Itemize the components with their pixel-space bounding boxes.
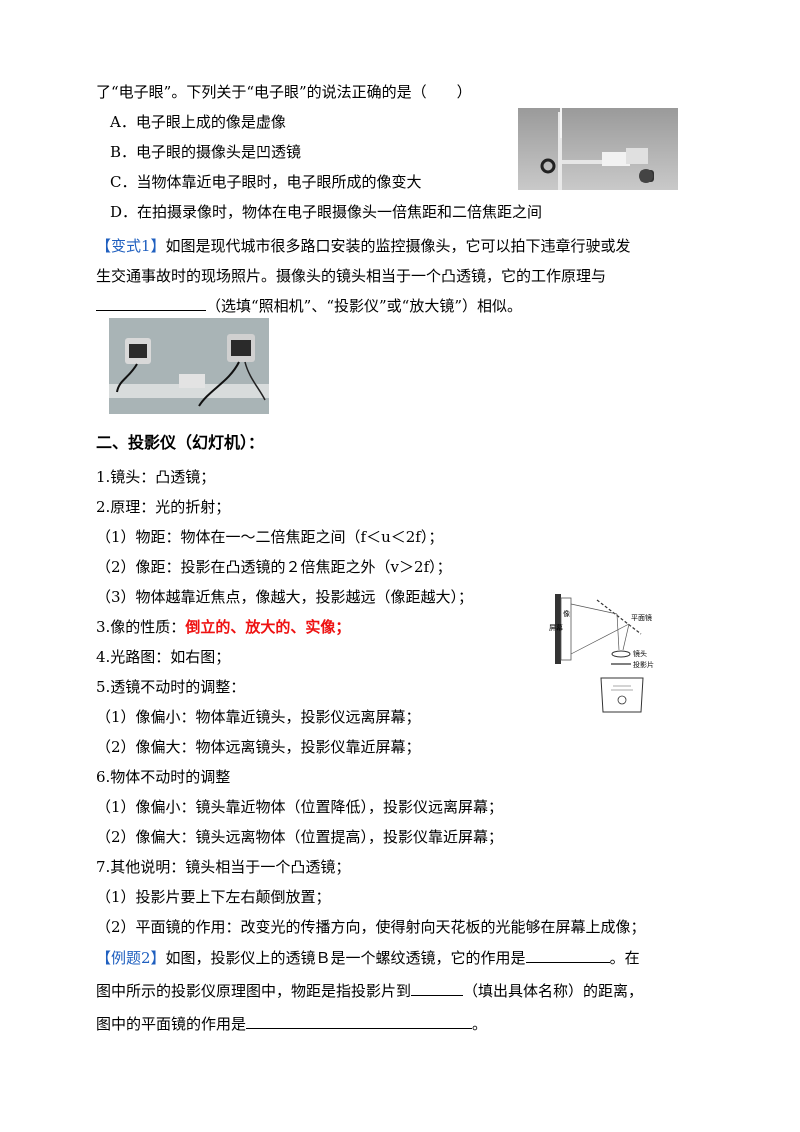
projector-light-path-diagram: 屏幕 像 平面镜 镜头 投影片 xyxy=(549,594,654,713)
section2-line-7: 4.光路图：如右图； xyxy=(96,648,231,666)
section2-line-9: （1）像偏小：物体靠近镜头，投影仪远离屏幕； xyxy=(96,708,421,726)
section2-line-13: （2）像偏大：镜头远离物体（位置提高），投影仪靠近屏幕； xyxy=(96,828,504,846)
image-nature-line: 3.像的性质：倒立的、放大的、实像； xyxy=(96,618,351,636)
diagram-screen-label: 屏幕 xyxy=(549,623,563,632)
section2-heading: 二、投影仪（幻灯机）： xyxy=(96,433,265,452)
diagram-image-label: 像 xyxy=(563,609,570,618)
q1-option-d: D．在拍摄录像时，物体在电子眼摄像头一倍焦距和二倍焦距之间 xyxy=(110,203,543,221)
variant1-line2: 生交通事故时的现场照片。摄像头的镜头相当于一个凸透镜，它的工作原理与 xyxy=(96,267,607,285)
variant1-answer-blank[interactable] xyxy=(96,296,206,311)
diagram-lens-label: 镜头 xyxy=(633,649,647,658)
q1-stem: 了“电子眼”。下列关于“电子眼”的说法正确的是（ ） xyxy=(96,83,472,101)
variant1-tag: 【变式1】 xyxy=(96,237,166,255)
variant1-line3: （选填“照相机”、“投影仪”或“放大镜”）相似。 xyxy=(96,296,522,316)
section2-line-8: 5.透镜不动时的调整： xyxy=(96,678,246,696)
section2-line-5: （3）物体越靠近焦点，像越大，投影越远（像距越大）； xyxy=(96,588,474,606)
example2-blank-1[interactable] xyxy=(525,948,610,963)
diagram-mirror-label: 平面镜 xyxy=(631,613,652,622)
example2-line3: 图中的平面镜的作用是。 xyxy=(96,1014,488,1033)
section2-line-2: 2.原理：光的折射； xyxy=(96,498,231,516)
q1-option-a: A．电子眼上成的像是虚像 xyxy=(110,113,286,131)
q1-option-b: B．电子眼的摄像头是凹透镜 xyxy=(110,143,302,161)
electronic-eye-photo xyxy=(518,108,678,190)
diagram-slide-label: 投影片 xyxy=(633,660,654,669)
q1-option-c: C．当物体靠近电子眼时，电子眼所成的像变大 xyxy=(110,173,422,191)
section2-line-11: 6.物体不动时的调整 xyxy=(96,768,231,786)
image-nature-value: 倒立的、放大的、实像； xyxy=(185,618,351,636)
example2-blank-3[interactable] xyxy=(246,1014,473,1029)
example2-tag: 【例题2】 xyxy=(96,949,166,967)
section2-line-15: （1）投影片要上下左右颠倒放置； xyxy=(96,888,331,906)
example2-line2: 图中所示的投影仪原理图中，物距是指投影片到（填出具体名称）的距离， xyxy=(96,981,644,1000)
section2-line-3: （1）物距：物体在一～二倍焦距之间（f＜u＜2f）； xyxy=(96,528,444,546)
section2-line-16: （2）平面镜的作用：改变光的传播方向，使得射向天花板的光能够在屏幕上成像； xyxy=(96,918,646,936)
section2-line-4: （2）像距：投影在凸透镜的２倍焦距之外（v＞2f）； xyxy=(96,558,452,576)
section2-line-1: 1.镜头：凸透镜； xyxy=(96,468,216,486)
example2-blank-2[interactable] xyxy=(411,981,464,996)
surveillance-camera-photo xyxy=(109,318,269,414)
section2-line-12: （1）像偏小：镜头靠近物体（位置降低），投影仪远离屏幕； xyxy=(96,798,504,816)
variant1-line1: 【变式1】如图是现代城市很多路口安装的监控摄像头，它可以拍下违章行驶或发 xyxy=(96,237,631,255)
section2-line-14: 7.其他说明：镜头相当于一个凸透镜； xyxy=(96,858,351,876)
example2-line1: 【例题2】如图，投影仪上的透镜Ｂ是一个螺纹透镜，它的作用是。在 xyxy=(96,948,640,967)
section2-line-10: （2）像偏大：物体远离镜头，投影仪靠近屏幕； xyxy=(96,738,421,756)
